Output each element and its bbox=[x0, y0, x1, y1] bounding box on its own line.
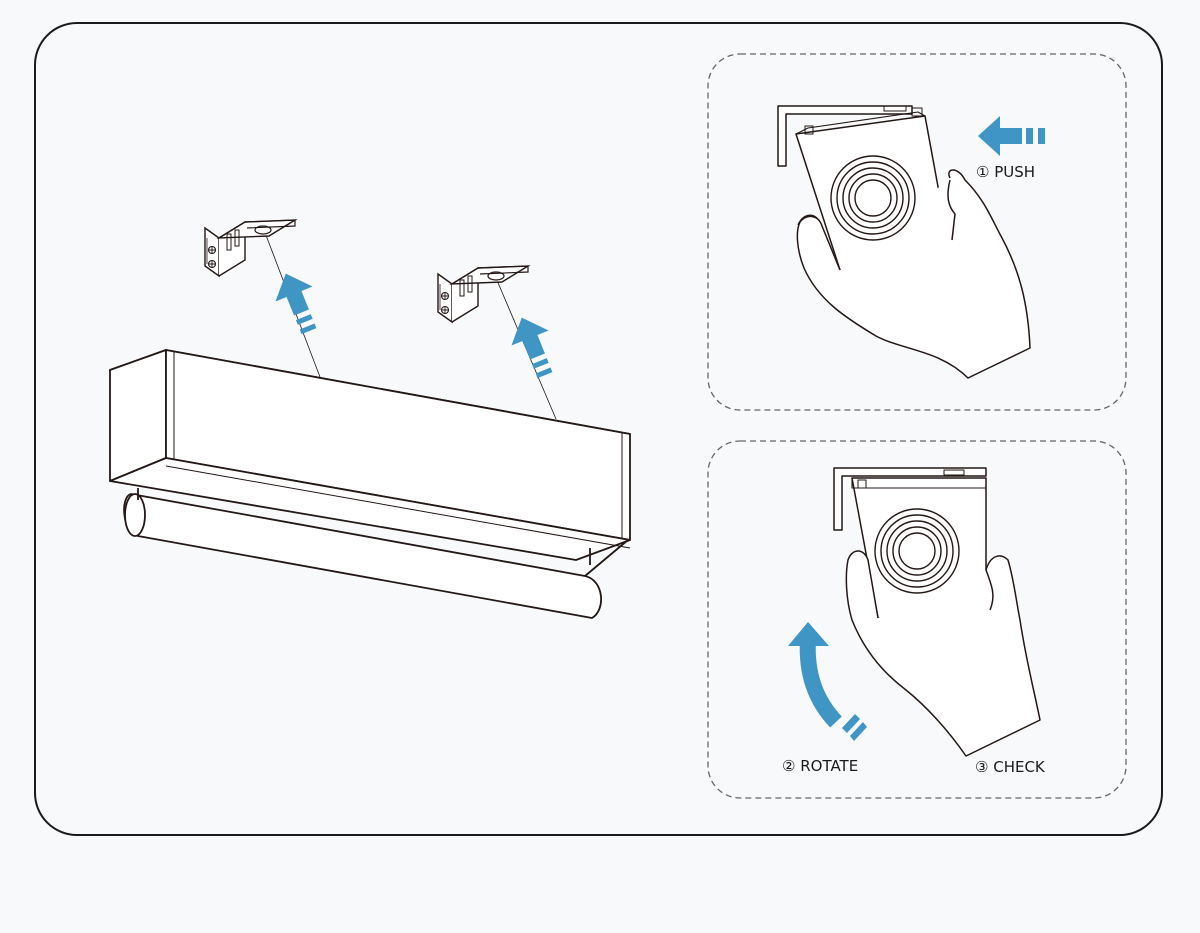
curved-arrow-up-icon bbox=[788, 622, 867, 741]
rotate-label: ② ROTATE bbox=[782, 757, 858, 775]
step-panel-rotate-check bbox=[707, 440, 1127, 799]
arrow-left-icon bbox=[978, 116, 1045, 156]
headrail-assembly bbox=[109, 349, 631, 619]
push-label: ① PUSH bbox=[976, 163, 1035, 181]
rotate-check-illustration bbox=[833, 467, 1041, 757]
step-panel-push bbox=[707, 53, 1127, 411]
push-illustration bbox=[777, 105, 1031, 379]
check-label: ③ CHECK bbox=[975, 758, 1046, 776]
